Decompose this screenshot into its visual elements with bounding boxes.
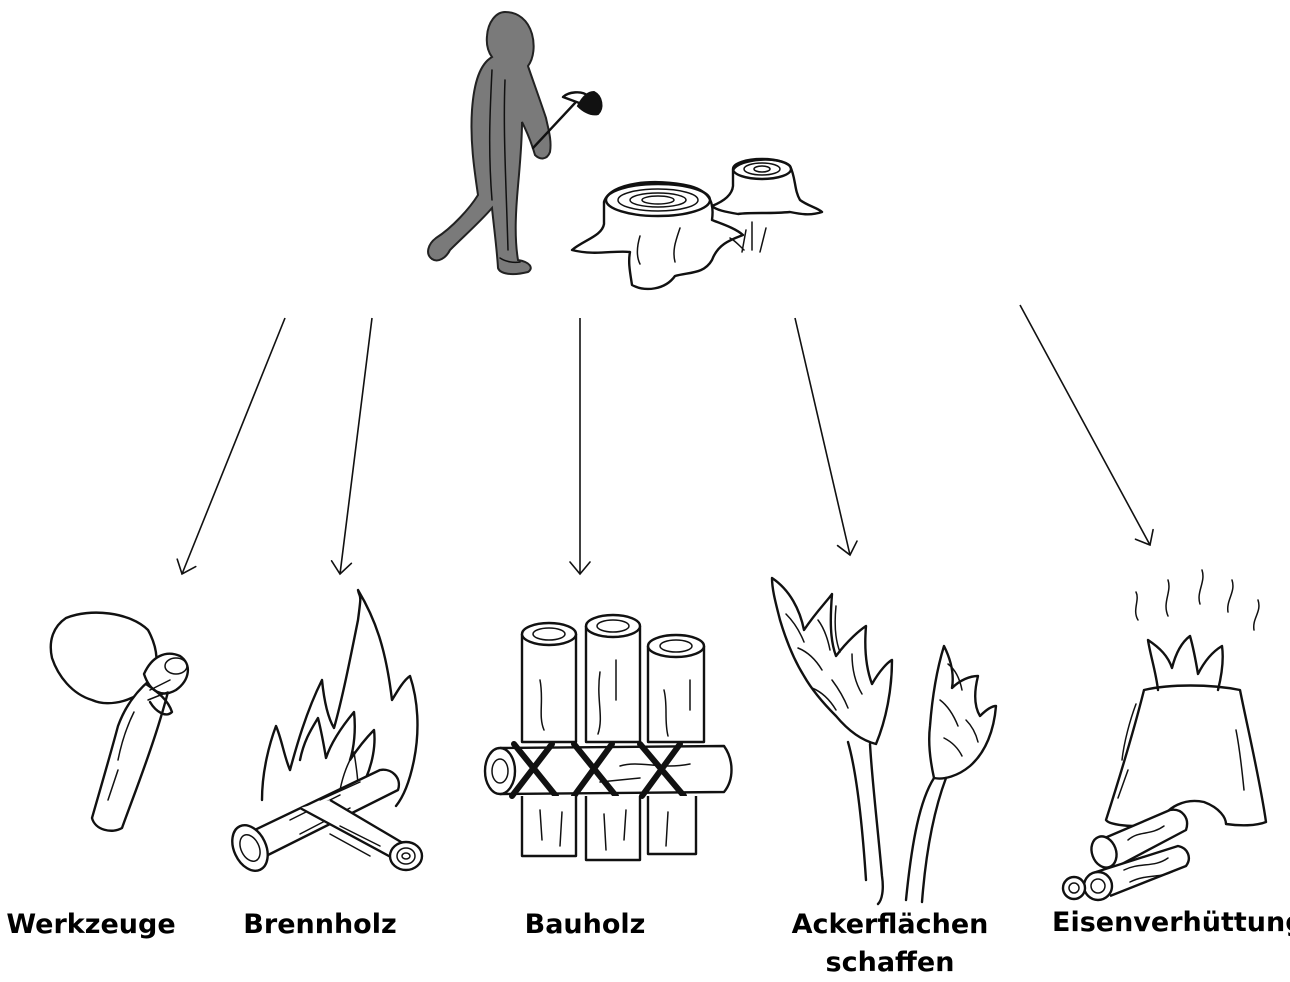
label-ackerflaechen-line-2: schaffen <box>770 944 1010 982</box>
label-brennholz: Brennholz <box>225 906 415 944</box>
label-ackerflaechen-line-1: Ackerflächen <box>770 906 1010 944</box>
person-with-axe-icon <box>428 12 601 274</box>
campfire-icon <box>225 590 422 877</box>
label-werkzeuge-line-1: Werkzeuge <box>0 906 182 944</box>
arrow-to-firewood <box>340 318 372 574</box>
stone-axe-icon <box>51 613 188 831</box>
log-stack-icon <box>485 615 732 860</box>
label-eisenverhuettung-line-1: Eisenverhüttung <box>1052 904 1290 942</box>
arrow-to-tools <box>182 318 285 574</box>
label-brennholz-line-1: Brennholz <box>225 906 415 944</box>
label-werkzeuge: Werkzeuge <box>0 906 182 944</box>
label-bauholz-line-1: Bauholz <box>500 906 670 944</box>
arrows <box>182 305 1150 574</box>
tree-stumps-icon <box>572 159 822 289</box>
arrow-to-smelting <box>1020 305 1150 545</box>
label-bauholz: Bauholz <box>500 906 670 944</box>
smelting-furnace-icon <box>1063 570 1266 900</box>
label-eisenverhuettung: Eisenverhüttung <box>1052 904 1290 942</box>
label-ackerflaechen-schaffen: Ackerflächen schaffen <box>770 906 1010 982</box>
wheat-ears-icon <box>772 578 996 904</box>
arrow-to-farmland <box>795 318 850 555</box>
